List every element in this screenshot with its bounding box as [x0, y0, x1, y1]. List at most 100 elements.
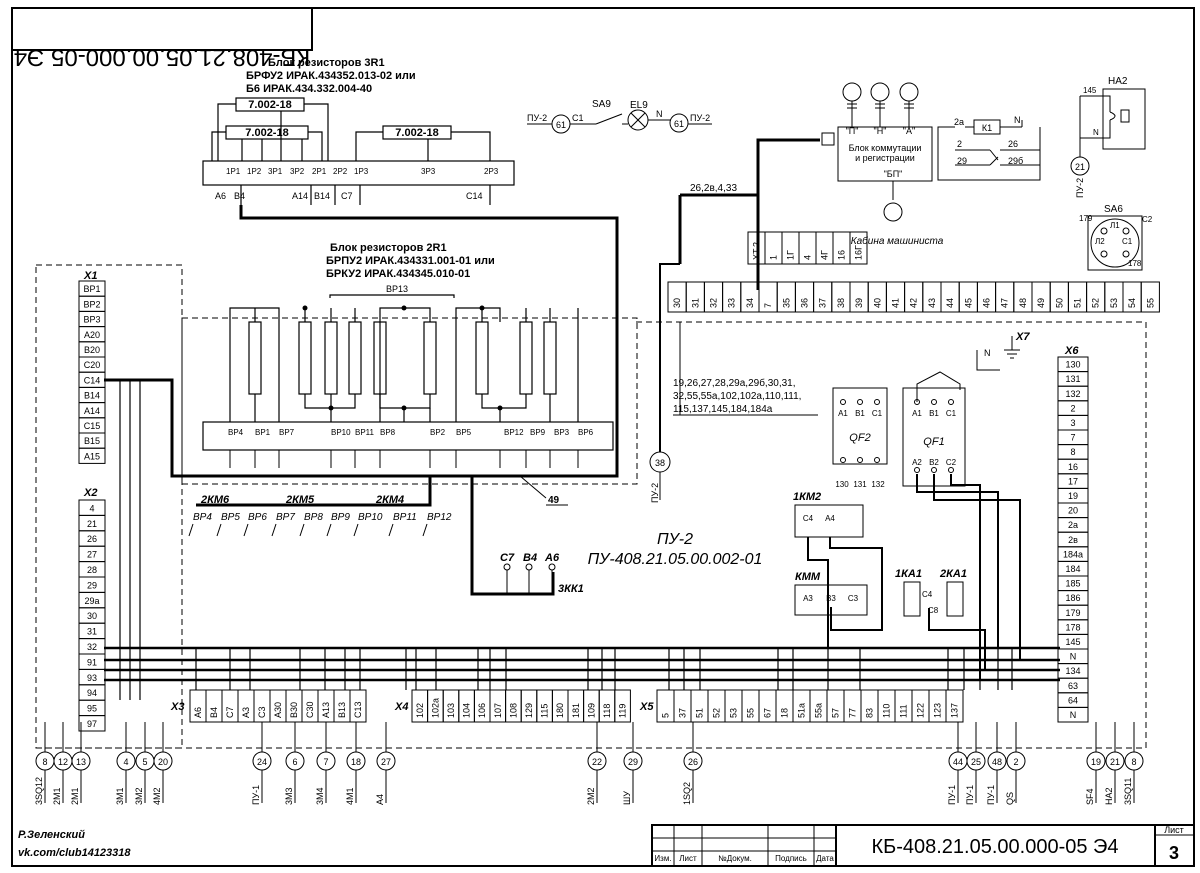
- bottom-terminal-number: 22: [592, 757, 602, 767]
- x4-pin: 108: [508, 703, 518, 718]
- xt1-pin: 55: [1145, 298, 1155, 308]
- r3-pin: 1Р1: [226, 167, 241, 176]
- r2-title-2: БРПУ2 ИРАК.434331.001-01 или: [326, 255, 495, 267]
- sa9-w61b: 61: [674, 119, 684, 129]
- xt1-pin: 30: [672, 298, 682, 308]
- km-contact: ВР11: [393, 512, 417, 523]
- x1-pin: ВР3: [83, 315, 100, 325]
- x6-pin: 3: [1070, 418, 1075, 428]
- x6-pin: 17: [1068, 476, 1078, 486]
- bottom-terminal-number: 19: [1091, 757, 1101, 767]
- stamp-col-doc: №Докум.: [718, 854, 752, 863]
- ha2-group: [1070, 88, 1146, 176]
- k1-label: N: [1014, 115, 1021, 125]
- r2-pin: ВР4: [228, 428, 244, 437]
- bottom-destination: 3М3: [284, 787, 294, 805]
- x6-pin: 179: [1065, 608, 1080, 618]
- xt2-pin: 16: [837, 250, 847, 260]
- xt1-pin: 33: [727, 298, 737, 308]
- title-block: [651, 824, 1195, 867]
- author-name: Р.Зеленский: [18, 829, 85, 841]
- x2-pin: 4: [89, 503, 94, 513]
- x3-pin: В30: [289, 702, 299, 718]
- r3-pins: 1Р1 1Р2 3Р1 3Р2 2Р1 2Р2 1Р3 3Р3 2Р3 А6 В…: [215, 167, 499, 201]
- km2-pin: С4: [803, 514, 814, 523]
- ka1-name: 1КА1: [895, 568, 922, 580]
- bus-note-line: 32,55,55а,102,102а,110,111,: [673, 391, 801, 402]
- x6-cell: [1057, 706, 1089, 723]
- x3-pin: А3: [241, 707, 251, 718]
- sa9-name: SA9: [592, 99, 611, 110]
- mirror-title: КБ-408.21.05.00.000-05 Э4: [14, 44, 311, 71]
- x5-pin: 55а: [814, 703, 824, 718]
- ka2-name: 2КА1: [939, 568, 967, 580]
- xt1-pin: 48: [1018, 298, 1028, 308]
- x2-pin: 93: [87, 673, 97, 683]
- sa6-w178: 178: [1128, 259, 1142, 268]
- ha2-145: 145: [1083, 86, 1097, 95]
- sheet-frame: [11, 7, 1195, 867]
- bottom-terminal-number: 12: [58, 757, 68, 767]
- xt1-pin: 46: [982, 298, 992, 308]
- km2-name: 1КМ2: [793, 491, 821, 503]
- x4-pin: 181: [571, 703, 581, 718]
- x1-pin: А20: [84, 330, 100, 340]
- bottom-destination: ПУ-1: [965, 785, 975, 805]
- x4-pin: 107: [493, 703, 503, 718]
- x2-name: X2: [83, 487, 97, 499]
- cab-block-line: и регистрации: [855, 153, 915, 163]
- x6-pin: 186: [1065, 593, 1080, 603]
- cab-a: "А": [903, 126, 915, 136]
- k1-label: 2: [957, 139, 962, 149]
- r3-res-3: 7.002-18: [395, 127, 438, 139]
- x6-terminals: 1301311322378161719202а2в184а18418518617…: [1057, 356, 1089, 723]
- xt1-pin: 44: [945, 298, 955, 308]
- qf2-bot: 132: [871, 480, 885, 489]
- xt1-pin: 37: [818, 298, 828, 308]
- ha2-dest: ПУ-2: [1075, 178, 1085, 198]
- stamp-sheet-label: Лист: [1164, 825, 1184, 835]
- xt1-pin: 53: [1109, 298, 1119, 308]
- x4-pin: 118: [602, 704, 612, 718]
- x1-pin: В15: [84, 436, 100, 446]
- sa6-pin: Л1: [1110, 221, 1120, 230]
- bottom-destination: 3SQ12: [34, 777, 44, 805]
- bottom-destination: ПУ-1: [947, 785, 957, 805]
- pu2-code: ПУ-408.21.05.00.002-01: [588, 551, 763, 568]
- r3-res-2: 7.002-18: [245, 127, 288, 139]
- r2-title-1: Блок резисторов 2R1: [330, 242, 447, 254]
- x5-pin: 137: [950, 703, 960, 718]
- cab-block-line: Блок коммутации: [849, 143, 922, 153]
- r3-res-1: 7.002-18: [248, 99, 291, 111]
- stamp-col-date: Дата: [816, 854, 834, 863]
- km-contact-ticks: [188, 523, 428, 537]
- cab-bp: "БП": [884, 169, 903, 179]
- r3-pin: 1Р2: [247, 167, 262, 176]
- x5-pin: 52: [712, 708, 722, 718]
- r3-wiring: [202, 97, 515, 205]
- qf2-pin: В1: [855, 409, 865, 418]
- bottom-destination: QS: [1005, 792, 1015, 805]
- x2-pin: 97: [87, 719, 97, 729]
- r3-wire: С7: [341, 191, 353, 201]
- x1-name: X1: [83, 270, 97, 282]
- right-wires: [807, 474, 1021, 680]
- r3-wire: С14: [466, 191, 483, 201]
- x4-pin: 115: [540, 704, 550, 718]
- qf2-pin: С1: [872, 409, 883, 418]
- r3-pin: 2Р1: [312, 167, 327, 176]
- xt1-pin: 54: [1127, 298, 1137, 308]
- bottom-terminal-number: 27: [381, 757, 391, 767]
- kk1: [503, 563, 556, 595]
- x6-pin: 145: [1065, 637, 1080, 647]
- x2-pin: 27: [87, 550, 97, 560]
- bottom-terminal-number: 5: [142, 757, 147, 767]
- x1-pin: А15: [84, 451, 100, 461]
- x4-pin: 180: [555, 703, 565, 718]
- x4-cell: [614, 689, 631, 723]
- xt1-pin: 42: [909, 298, 919, 308]
- xt2-wire-label: 26,2в,4,33: [690, 183, 737, 194]
